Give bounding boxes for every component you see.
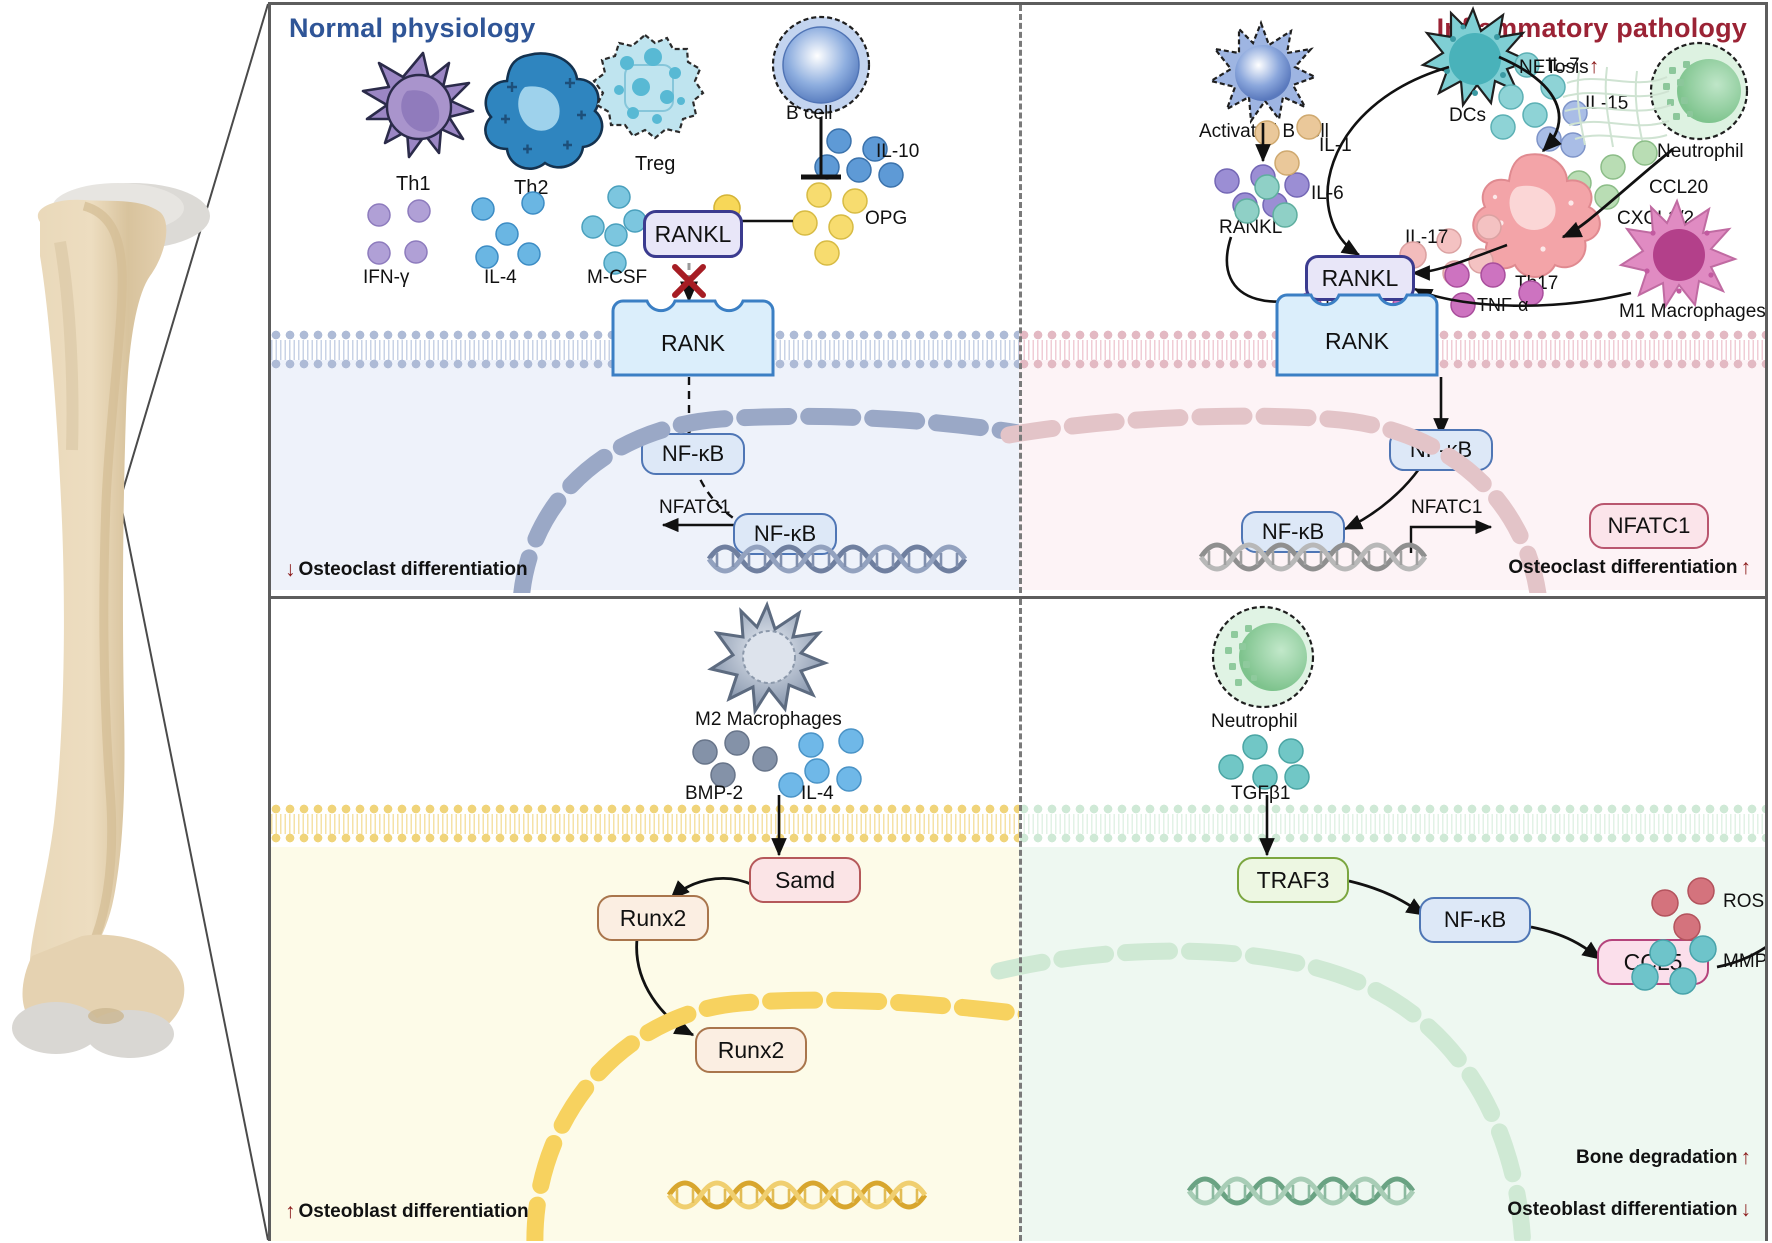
label-nfatc1-normal: NFATC1 (659, 497, 731, 518)
label-tgfb1: TGFβ1 (1231, 783, 1291, 804)
label-il-17: IL-17 (1405, 227, 1449, 248)
node-nfkb-cytoplasm-inflammatory[interactable]: NF-κB (1389, 429, 1493, 471)
node-nfkb-bottom[interactable]: NF-κB (1419, 897, 1531, 943)
label-netosis: NETosis↑ (1519, 55, 1600, 79)
panel-osteoblast-normal: M2 Macrophages BMP-2 (271, 599, 1040, 1241)
node-nfkb-nucleus-inflammatory[interactable]: NF-κB (1241, 511, 1345, 553)
node-rank-normal[interactable]: RANK (661, 329, 725, 356)
panel-divider-top (1019, 5, 1022, 593)
label-treg: Treg (635, 153, 676, 175)
label-th17: Th17 (1515, 273, 1559, 294)
cell-membrane-yellow (271, 804, 1019, 844)
label-il-6: IL-6 (1311, 183, 1344, 204)
label-bmp-2: BMP-2 (685, 783, 744, 804)
top-half: Normal physiology Th1 (271, 5, 1765, 593)
node-rank-inflammatory[interactable]: RANK (1325, 327, 1389, 354)
panel-inflammatory-pathology: Inflammatory pathology (1000, 5, 1765, 593)
label-neutrophil-bottom: Neutrophil (1211, 711, 1298, 732)
label-cxcl12: CXCL1/2 (1617, 208, 1695, 229)
outcome-text: Bone degradation (1575, 1147, 1738, 1168)
outcome-text: Osteoblast differentiation (298, 1201, 529, 1222)
label-neutrophil-top: Neutrophil (1657, 141, 1744, 162)
label-il-4-m2: IL-4 (801, 783, 834, 804)
label-il-4: IL-4 (484, 267, 517, 288)
panel-title-normal: Normal physiology (289, 13, 536, 43)
label-rankl-particles: RANKL (1219, 217, 1283, 238)
outcome-arrow-up-icon: ↑ (1740, 555, 1752, 579)
panel-normal-physiology: Normal physiology Th1 (271, 5, 1040, 593)
label-nfatc1-inflammatory: NFATC1 (1411, 497, 1483, 518)
outcome-arrow-up-icon: ↑ (285, 1199, 296, 1223)
netosis-arrow-up-icon: ↑ (1588, 55, 1600, 78)
label-th1: Th1 (396, 173, 431, 195)
label-activated-b-cell: Activated B cell (1199, 121, 1329, 142)
node-nfkb-cytoplasm-normal[interactable]: NF-κB (641, 433, 745, 475)
label-dcs: DCs (1449, 105, 1486, 126)
label-m2-macrophages: M2 Macrophages (695, 709, 842, 730)
outcome-arrow-up-icon: ↑ (1740, 1145, 1752, 1169)
outcome-bone-degradation: Bone degradation ↑ (1576, 1147, 1751, 1169)
node-runx2-nucleus[interactable]: Runx2 (695, 1027, 807, 1073)
outcome-arrow-down-icon: ↓ (1740, 1197, 1752, 1221)
bottom-half: M2 Macrophages BMP-2 (271, 596, 1765, 1241)
label-ccl20: CCL20 (1649, 177, 1709, 198)
label-ifn-gamma: IFN-γ (363, 267, 410, 288)
label-m1-macrophages: M1 Macrophages (1619, 301, 1765, 322)
outcome-text: Osteoclast differentiation (298, 559, 528, 580)
cell-membrane-green (1019, 804, 1765, 844)
netosis-text: NETosis (1519, 57, 1589, 78)
node-ccl5[interactable]: CCL5 (1597, 939, 1709, 985)
panel-osteoblast-inflammatory: Neutrophil TGFβ1 (990, 599, 1765, 1241)
node-rankl-normal[interactable]: RANKL (643, 210, 743, 258)
label-b-cell: B cell (786, 103, 833, 124)
panel-title-inflammatory: Inflammatory pathology (1436, 13, 1747, 43)
label-il-10: IL-10 (876, 141, 920, 162)
cytoplasm-green (1019, 847, 1765, 1241)
label-opg: OPG (865, 208, 908, 229)
diagram-frame: Normal physiology Th1 (268, 2, 1768, 1241)
node-samd[interactable]: Samd (749, 857, 861, 903)
label-il-15: IL-15 (1585, 93, 1629, 114)
node-nfatc1-box[interactable]: NFATC1 (1589, 503, 1709, 549)
label-mmp-9: MMP-9 (1723, 951, 1765, 972)
label-m-csf: M-CSF (587, 267, 648, 288)
outcome-text: Osteoclast differentiation (1508, 557, 1738, 578)
node-rankl-inflammatory[interactable]: RANKL (1305, 255, 1415, 301)
node-traf3[interactable]: TRAF3 (1237, 857, 1349, 903)
outcome-osteoblast-normal: ↑ Osteoblast differentiation (285, 1201, 529, 1223)
outcome-osteoclast-inflammatory: Osteoclast differentiation ↑ (1508, 557, 1751, 579)
panel-divider-bottom (1019, 599, 1022, 1241)
label-th2: Th2 (514, 177, 549, 199)
label-il-1: IL-1 (1319, 135, 1352, 156)
outcome-osteoclast-normal: ↓ Osteoclast differentiation (285, 559, 528, 581)
outcome-text: Osteoblast differentiation (1507, 1199, 1738, 1220)
outcome-osteoblast-inflammatory: Osteoblast differentiation ↓ (1507, 1199, 1751, 1221)
node-runx2-cytoplasm[interactable]: Runx2 (597, 895, 709, 941)
node-nfkb-nucleus-normal[interactable]: NF-κB (733, 513, 837, 555)
label-ros: ROS (1723, 891, 1765, 912)
outcome-arrow-down-icon: ↓ (285, 557, 296, 581)
bone-illustration (10, 150, 260, 1070)
label-tnf-alpha: TNF-α (1477, 295, 1529, 315)
